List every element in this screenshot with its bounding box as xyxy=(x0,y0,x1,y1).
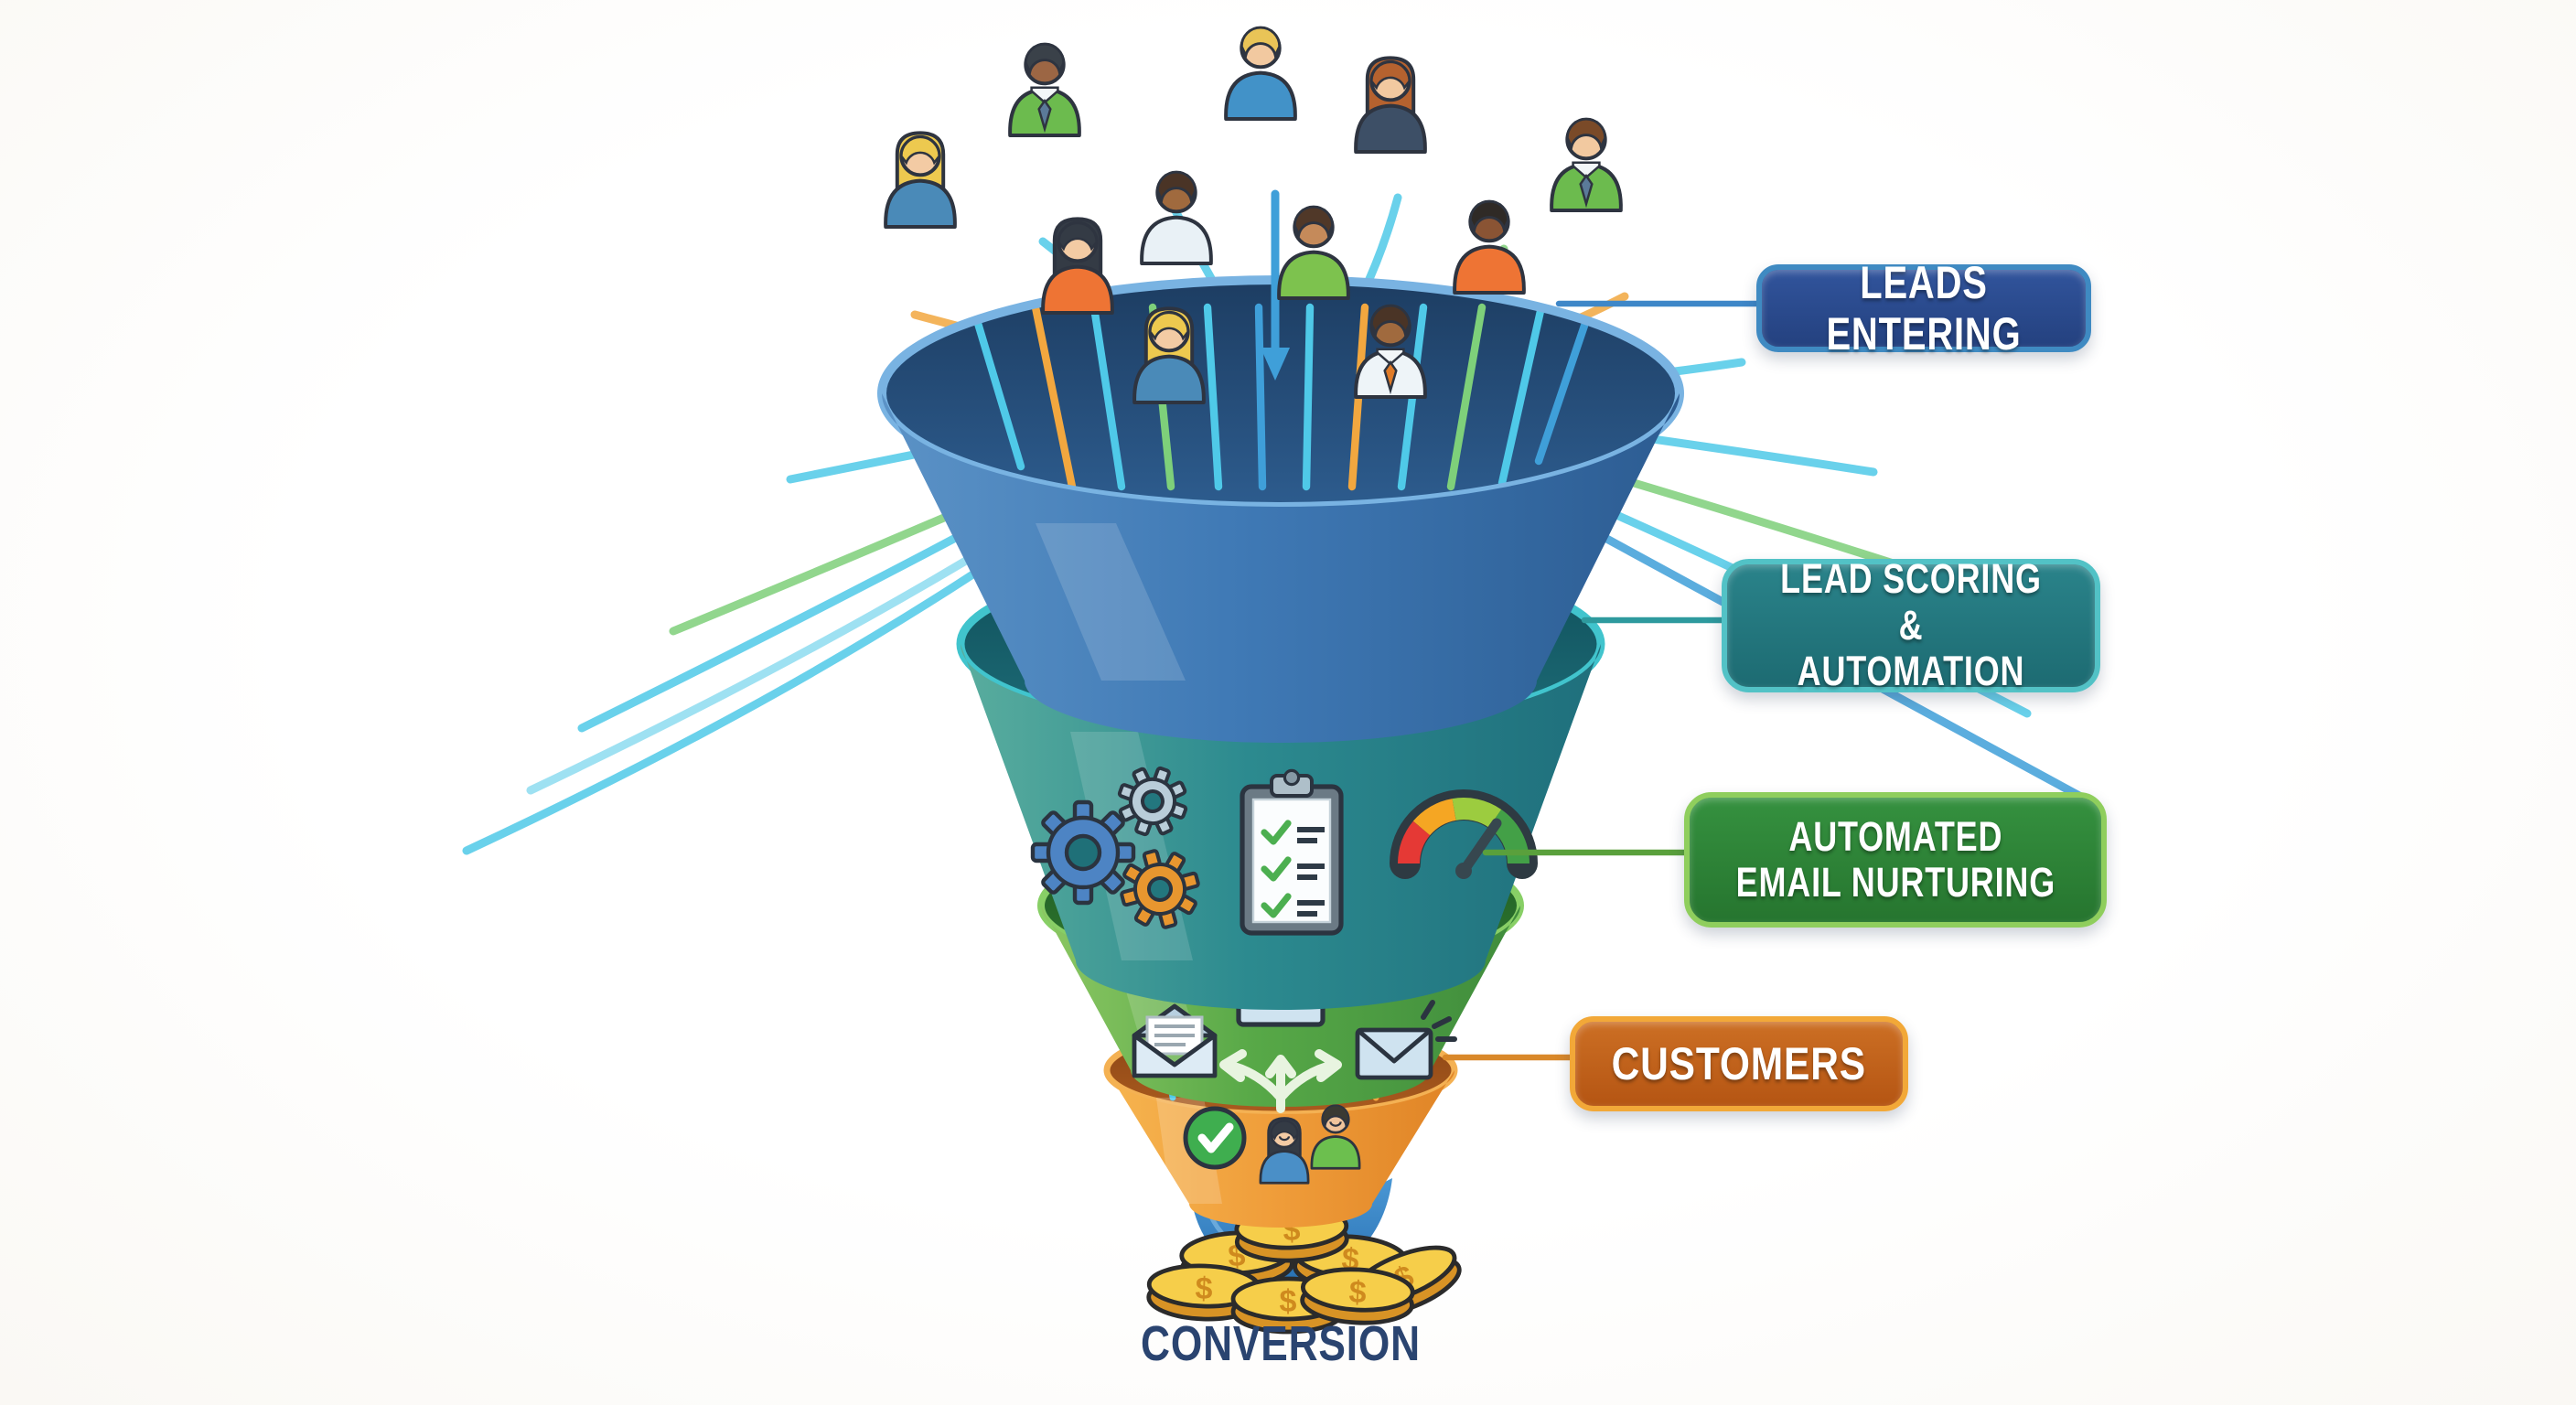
stage1-interior-lines xyxy=(972,303,1589,491)
lead-person-icon xyxy=(884,131,957,229)
badge-label: AUTOMATED EMAIL NURTURING xyxy=(1735,812,2055,906)
check-circle-icon xyxy=(1183,1106,1247,1170)
notification-envelope-icon xyxy=(1355,1000,1457,1080)
conversion-caption: CONVERSION xyxy=(1110,1315,1451,1372)
gauge-icon xyxy=(1390,789,1538,879)
lead-person-icon xyxy=(1354,56,1427,154)
lead-person-icon xyxy=(1453,199,1526,295)
lead-person-icon xyxy=(1224,26,1297,121)
lead-person-icon xyxy=(1041,217,1114,315)
lead-person-icons xyxy=(884,26,1623,315)
funnel-stage-leads xyxy=(877,275,1684,743)
lead-person-icon xyxy=(1550,117,1623,212)
down-arrow-icon xyxy=(1261,189,1290,381)
lead-person-icon xyxy=(1008,42,1081,137)
badge-lead-scoring-automation: LEAD SCORING & AUTOMATION xyxy=(1722,555,2100,695)
gears-icon xyxy=(1030,766,1200,929)
badge-automated-email-nurturing: AUTOMATED EMAIL NURTURING xyxy=(1684,792,2107,928)
badge-label: LEADS ENTERING xyxy=(1826,257,2022,359)
badge-leads-entering: LEADS ENTERING xyxy=(1756,257,2091,359)
lead-person-icon xyxy=(1277,205,1350,300)
lead-person-icon xyxy=(1140,170,1213,265)
badge-customers: CUSTOMERS xyxy=(1570,1016,1908,1111)
branch-arrows-icon xyxy=(1219,1049,1342,1113)
conversion-label: CONVERSION xyxy=(1141,1316,1421,1371)
badge-label: LEAD SCORING & AUTOMATION xyxy=(1780,555,2042,695)
badge-label: CUSTOMERS xyxy=(1611,1038,1867,1089)
open-envelope-icon xyxy=(1132,1003,1218,1078)
customer-pair-icon xyxy=(1259,1104,1361,1185)
checklist-icon xyxy=(1240,768,1344,936)
badge-connectors xyxy=(1442,300,1764,1061)
